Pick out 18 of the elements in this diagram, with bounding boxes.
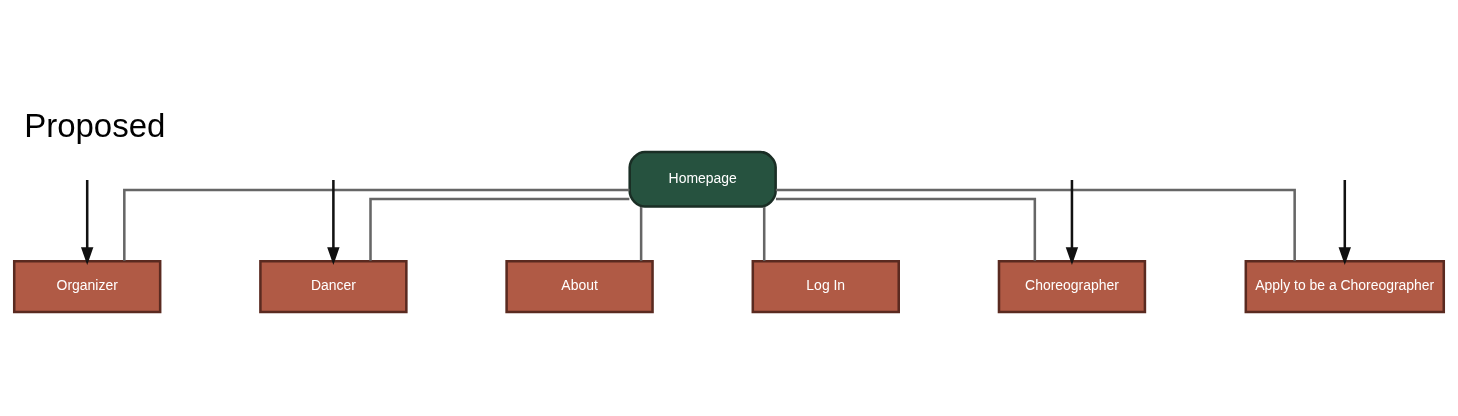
connector: [762, 206, 766, 261]
connector: [369, 197, 630, 261]
connector: [776, 197, 1037, 261]
node-box: Choreographer: [997, 259, 1147, 313]
arrow: [1338, 179, 1351, 265]
node-box: Organizer: [12, 259, 162, 313]
arrow: [80, 179, 94, 265]
node-box: Homepage: [628, 150, 777, 208]
arrow: [1065, 179, 1079, 265]
connector: [123, 188, 630, 261]
connector: [775, 188, 1296, 261]
arrow: [327, 179, 340, 265]
node-box: Log In: [751, 259, 900, 313]
node-box: About: [505, 259, 654, 313]
node-box: Apply to be a Choreographer: [1244, 259, 1446, 313]
diagram-title: Proposed: [24, 106, 166, 144]
connector: [639, 206, 643, 261]
node-box: Dancer: [259, 259, 408, 313]
